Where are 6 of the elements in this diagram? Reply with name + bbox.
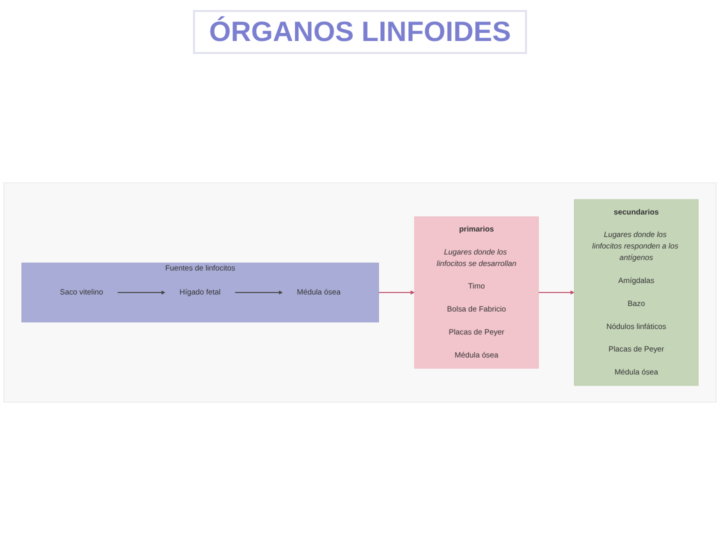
arrow [234,290,283,296]
title: ÓRGANOS LINFOIDES [193,10,527,54]
arrow [116,290,166,296]
arrow [378,290,415,296]
arrow [538,290,574,296]
cluster [4,183,716,403]
